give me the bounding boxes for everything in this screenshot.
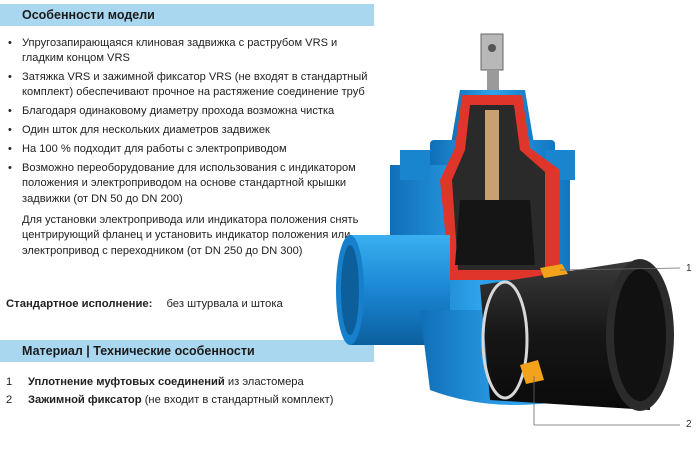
feature-item: •Упругозапирающаяся клиновая задвижка с …: [8, 37, 338, 65]
section-header-features: Особенности модели: [0, 4, 374, 26]
feature-item: •Благодаря одинаковому диаметру прохода …: [6, 104, 378, 119]
clamp-fixator: [520, 264, 568, 384]
gate-valve-illustration: [336, 33, 681, 426]
feature-item: •Один шток для нескольких диаметров задв…: [6, 123, 378, 138]
callout-number: 2: [686, 419, 692, 430]
material-item: 2 Зажимной фиксатор (не входит в стандарт…: [6, 391, 333, 409]
section-header-materials: Материал | Технические особенности: [0, 340, 374, 362]
standard-version: Стандартное исполнение: без штурвала и шт…: [6, 298, 283, 310]
material-title: Зажимной фиксатор: [28, 394, 142, 406]
feature-item: •Затяжка VRS и зажимной фиксатор VRS (не…: [8, 71, 368, 99]
feature-note: Для установки электропривода или индикат…: [22, 213, 359, 257]
cutaway-section: [440, 95, 560, 280]
material-title: Уплотнение муфтовых соединений: [28, 376, 225, 388]
standard-label: Стандартное исполнение:: [6, 298, 153, 310]
materials-list: 1 Уплотнение муфтовых соединений из эласт…: [6, 373, 333, 409]
bullet: •: [8, 37, 12, 49]
features-list: •Упругозапирающаяся клиновая задвижка с …: [6, 36, 378, 262]
bullet: •: [8, 162, 12, 175]
material-number: 1: [6, 376, 13, 388]
callout-lines: [533, 267, 681, 426]
bullet: •: [8, 105, 12, 118]
material-desc: из эластомера: [224, 376, 304, 388]
standard-value: без штурвала и штока: [166, 298, 283, 310]
bullet: •: [8, 124, 12, 137]
bullet: •: [8, 71, 12, 84]
bullet: •: [8, 143, 12, 156]
material-item: 1 Уплотнение муфтовых соединений из эласт…: [6, 373, 333, 391]
feature-item: •Возможно переоборудование для использов…: [8, 162, 356, 205]
callout-number: 1: [686, 263, 692, 274]
material-number: 2: [6, 394, 13, 406]
valve-stem: [480, 33, 504, 90]
feature-item: •На 100 % подходит для работы с электроп…: [6, 142, 378, 157]
material-desc: (не входит в стандартный комплект): [141, 394, 334, 406]
spigot-pipe: [480, 259, 674, 411]
